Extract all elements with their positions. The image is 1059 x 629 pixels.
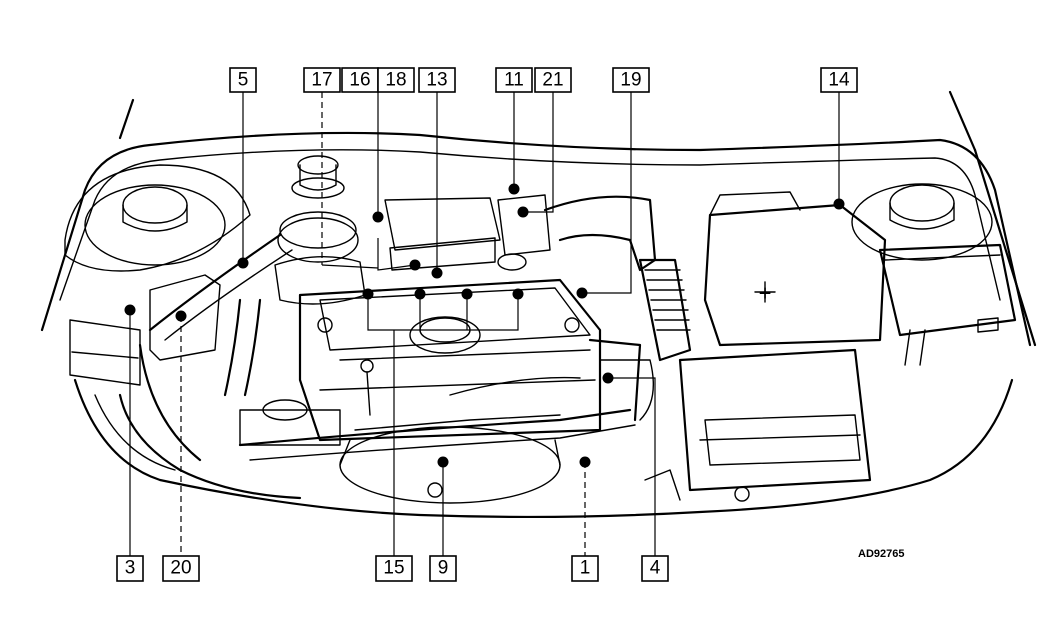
svg-text:17: 17 xyxy=(311,70,332,91)
callout-dot-14 xyxy=(833,198,845,210)
label-15: 15 xyxy=(375,555,413,582)
svg-text:11: 11 xyxy=(504,70,524,91)
callout-dot-15b xyxy=(414,288,426,300)
callout-dot-11 xyxy=(508,183,520,195)
svg-text:4: 4 xyxy=(650,558,661,579)
label-17: 17 xyxy=(303,67,341,93)
callout-dot-13 xyxy=(431,267,443,279)
svg-text:15: 15 xyxy=(383,558,404,579)
callout-dot-3 xyxy=(124,304,136,316)
figure-code: AD92765 xyxy=(858,548,904,560)
svg-text:9: 9 xyxy=(438,558,449,579)
callout-dots xyxy=(124,183,845,468)
callout-dot-15a xyxy=(362,288,374,300)
callout-dot-21 xyxy=(517,206,529,218)
label-19: 19 xyxy=(612,67,650,93)
engine-bay-drawing xyxy=(40,90,1037,519)
svg-text:3: 3 xyxy=(125,558,136,579)
svg-text:21: 21 xyxy=(542,70,563,91)
label-1: 1 xyxy=(571,555,599,582)
label-11: 11 xyxy=(495,67,533,93)
callout-dot-5 xyxy=(237,257,249,269)
label-16: 16 xyxy=(341,67,379,93)
svg-text:13: 13 xyxy=(426,70,447,91)
svg-text:19: 19 xyxy=(620,70,641,91)
callout-dot-16 xyxy=(409,259,421,271)
callout-dot-15c xyxy=(461,288,473,300)
battery-plus-sign: + xyxy=(759,281,772,306)
svg-text:14: 14 xyxy=(828,70,850,91)
callout-dot-4 xyxy=(602,372,614,384)
svg-text:20: 20 xyxy=(170,558,191,579)
svg-text:18: 18 xyxy=(385,70,406,91)
label-3: 3 xyxy=(116,555,144,582)
callout-labels: 5 17 16 18 13 11 21 19 xyxy=(116,67,858,582)
callout-dot-9 xyxy=(437,456,449,468)
callout-dot-19 xyxy=(576,287,588,299)
svg-text:5: 5 xyxy=(238,70,249,91)
callout-dot-18 xyxy=(372,211,384,223)
label-5: 5 xyxy=(229,67,257,93)
svg-text:1: 1 xyxy=(580,558,591,579)
svg-text:16: 16 xyxy=(349,70,370,91)
callout-dot-15d xyxy=(512,288,524,300)
label-21: 21 xyxy=(534,67,572,93)
label-4: 4 xyxy=(641,555,669,582)
label-18: 18 xyxy=(377,67,415,93)
label-20: 20 xyxy=(162,555,200,582)
label-13: 13 xyxy=(418,67,456,93)
label-9: 9 xyxy=(429,555,457,582)
callout-dot-20 xyxy=(175,310,187,322)
leader-lines xyxy=(129,92,840,556)
label-14: 14 xyxy=(820,67,858,93)
callout-dot-1 xyxy=(579,456,591,468)
